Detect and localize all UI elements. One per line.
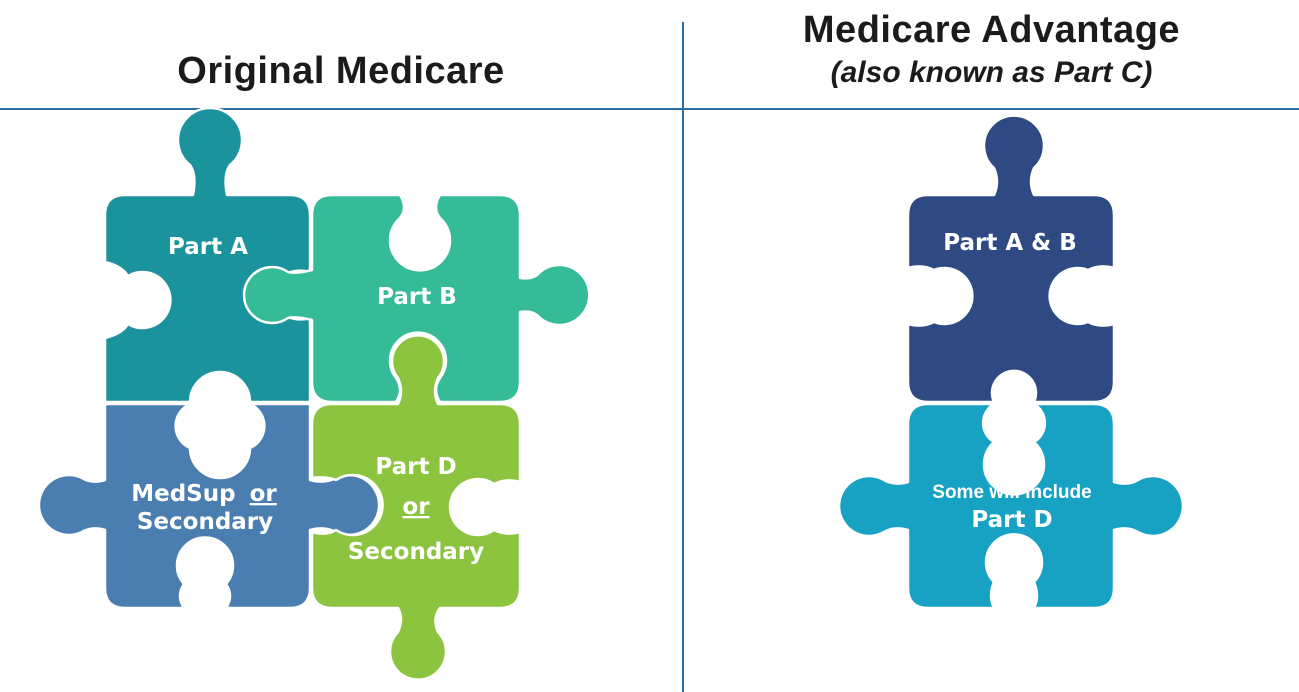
some-part-d-label-line1: Some will include [932, 482, 1091, 503]
part-d-piece [310, 334, 522, 681]
part-ab-label: Part A & B [943, 230, 1077, 256]
part-b-label: Part B [377, 284, 457, 310]
svg-text:MedSup or: MedSup or [131, 481, 277, 507]
part-d-label-line2: Secondary [348, 539, 484, 565]
medsup-label-or: or [250, 481, 278, 507]
part-ab-piece [906, 114, 1116, 404]
medsup-label-line1: MedSup [131, 481, 235, 507]
part-b-piece [242, 193, 591, 404]
some-part-d-piece [837, 402, 1185, 610]
header-divider [0, 108, 1299, 110]
medsup-piece [37, 402, 381, 610]
original-medicare-puzzle: Part A Part B MedSup or Secondary Part D… [37, 106, 591, 681]
medicare-advantage-puzzle: Part A & B Some will include Part D [837, 114, 1185, 610]
some-part-d-label-line2: Part D [971, 507, 1052, 533]
medicare-advantage-title: Medicare Advantage [802, 9, 1181, 51]
part-d-label-or: or [402, 494, 430, 520]
column-divider [682, 22, 684, 692]
medsup-label-line2: Secondary [137, 509, 273, 535]
part-a-label: Part A [168, 234, 248, 260]
part-d-label-line1: Part D [375, 454, 456, 480]
medicare-advantage-subtitle: (also known as Part C) [830, 56, 1153, 89]
original-medicare-title: Original Medicare [177, 50, 505, 92]
